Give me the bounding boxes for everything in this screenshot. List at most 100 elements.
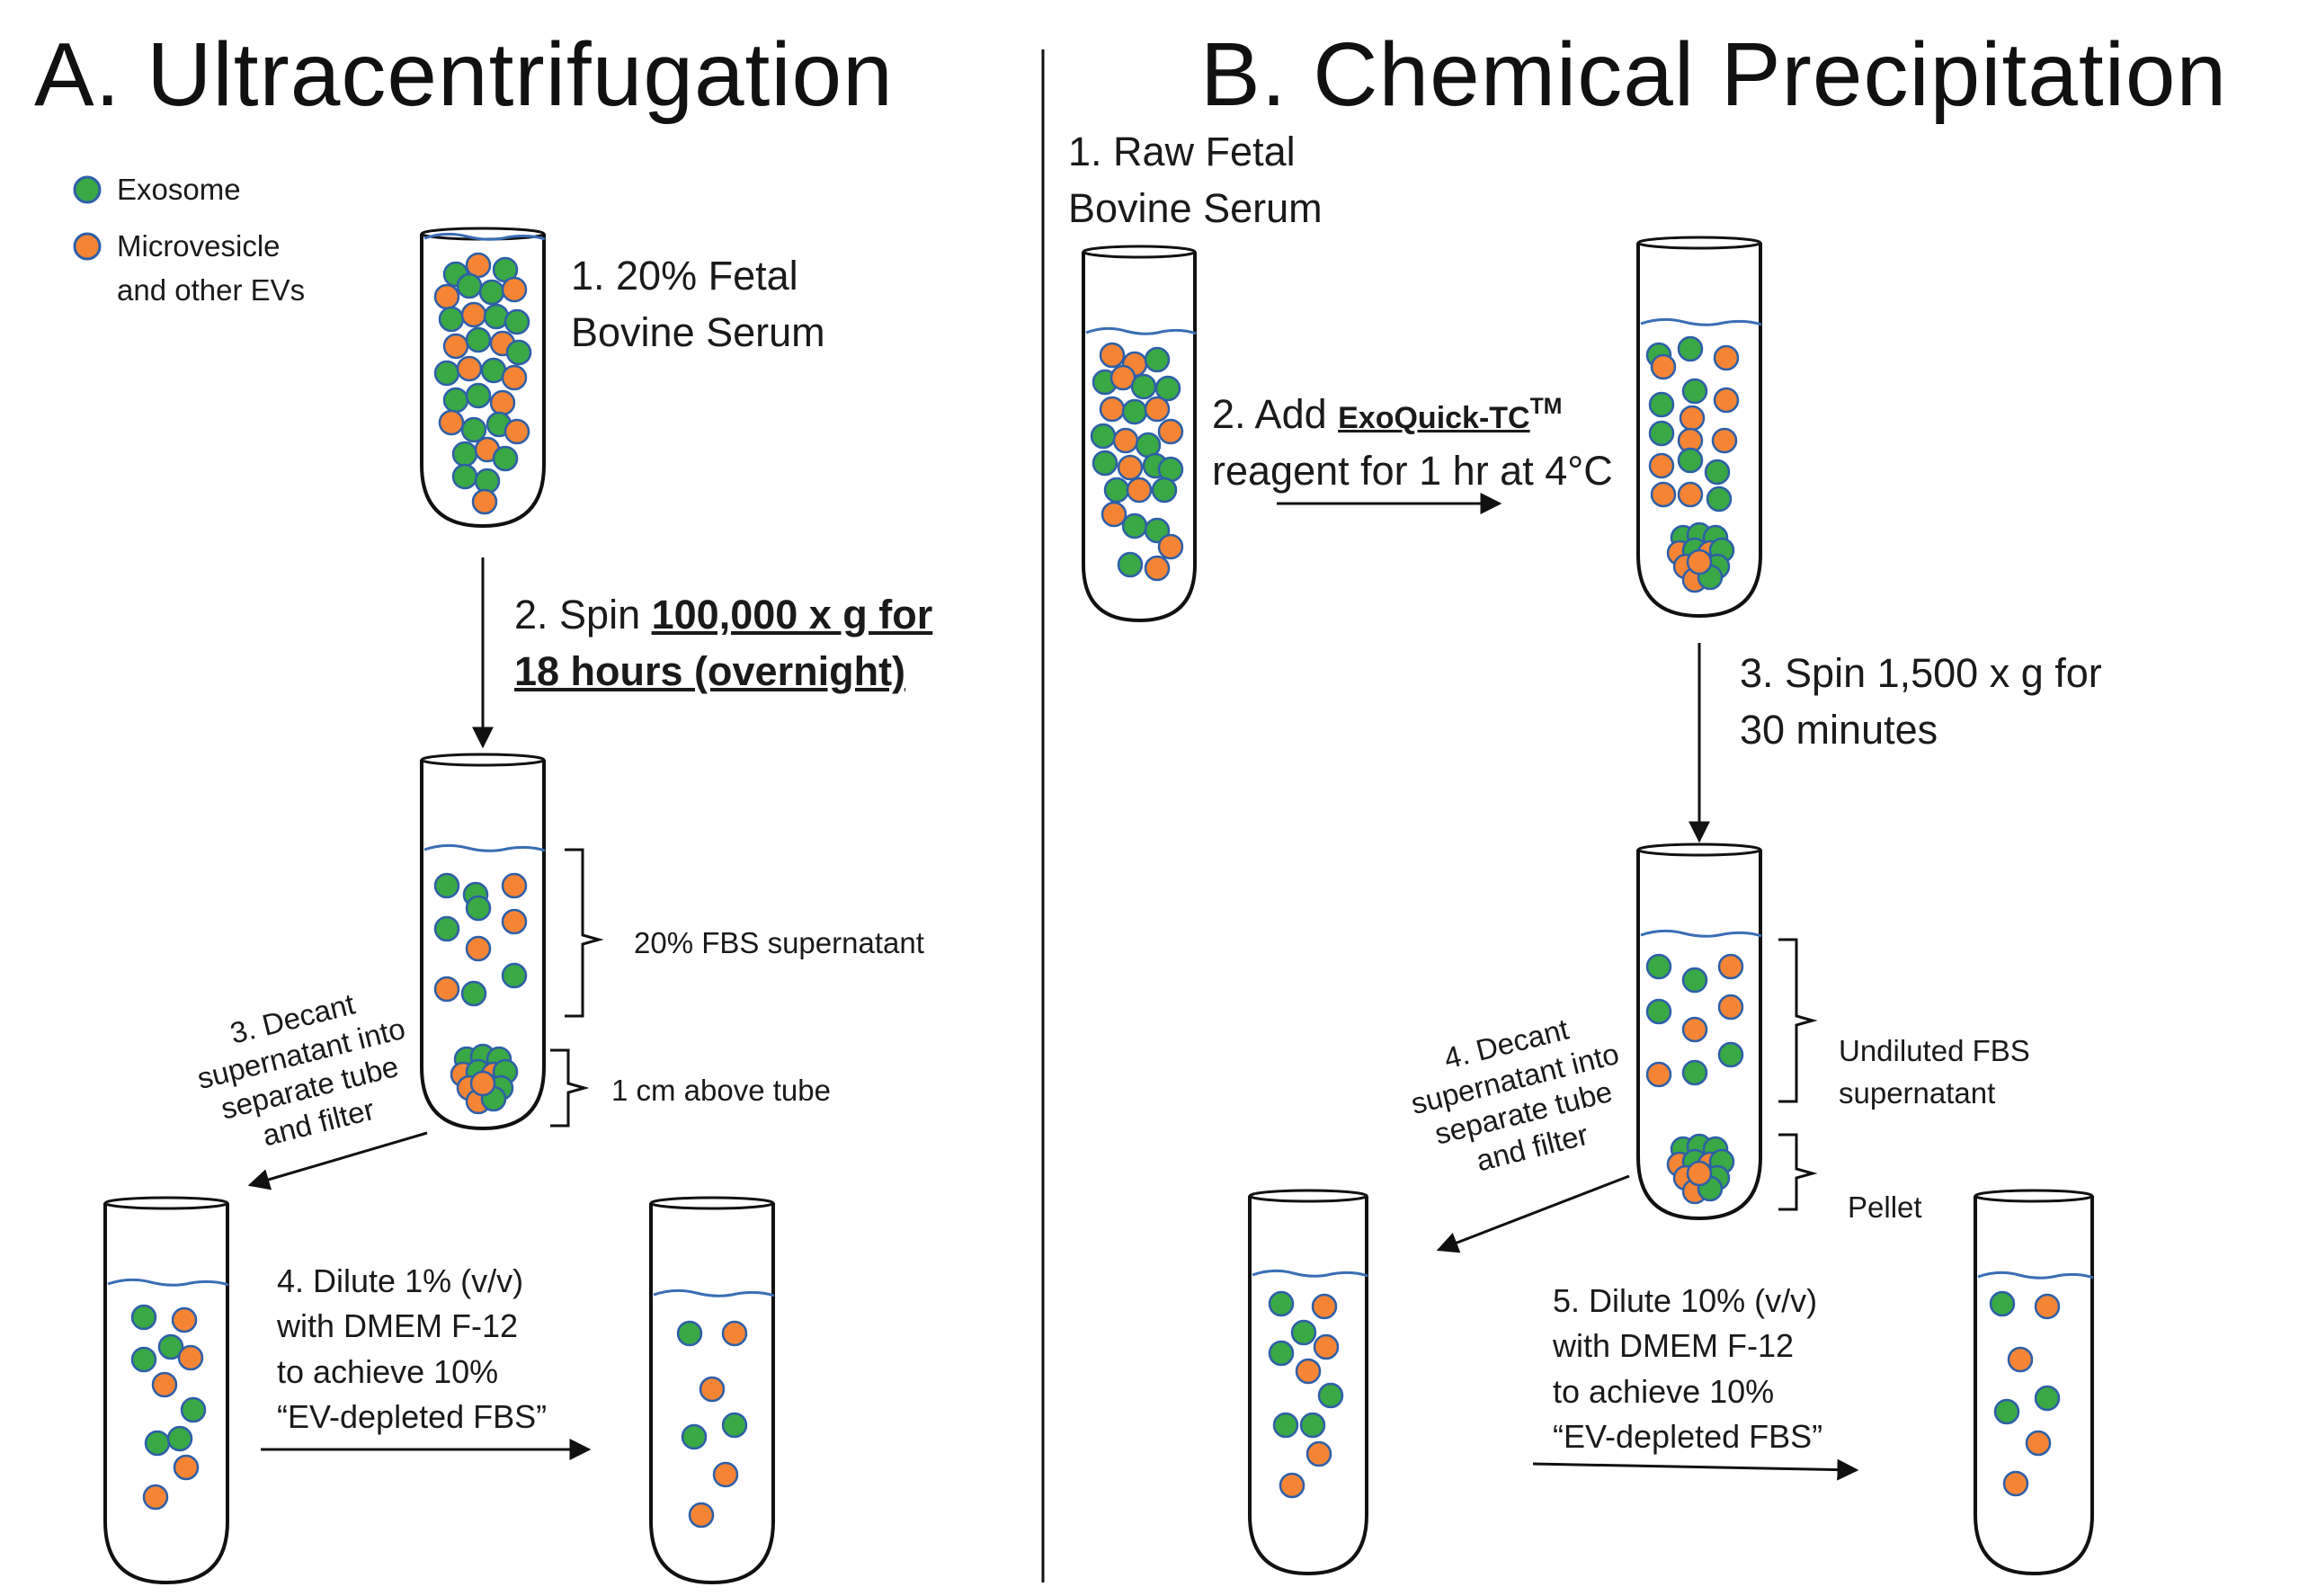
tube-a-start xyxy=(420,227,546,529)
a-step2-label: 2. Spin 100,000 x g for xyxy=(514,589,932,641)
microvesicle-particle xyxy=(469,1070,496,1097)
microvesicle-particle xyxy=(1650,481,1677,508)
exosome-particle xyxy=(144,1430,171,1457)
tube-outline xyxy=(649,1203,775,1585)
b-step1-label-line2: Bovine Serum xyxy=(1068,185,1323,231)
b-step2-tm: TM xyxy=(1529,395,1563,419)
b-step5-line1: 5. Dilute 10% (v/v) xyxy=(1553,1282,1818,1319)
microvesicle-particle xyxy=(1099,342,1126,369)
exosome-particle xyxy=(157,1333,184,1360)
exosome-particle xyxy=(1317,1382,1344,1409)
exosome-particle xyxy=(1103,477,1130,504)
exosome-particle xyxy=(1144,346,1171,373)
microvesicle-particle xyxy=(2025,1430,2052,1457)
microvesicle-particle xyxy=(712,1461,739,1488)
a-step1-label-line2: Bovine Serum xyxy=(571,309,825,355)
tube-outline xyxy=(1974,1196,2094,1576)
microvesicle-particle xyxy=(1126,477,1153,504)
microvesicle-particle xyxy=(1681,1016,1708,1043)
b-step3-label: 3. Spin 1,500 x g for xyxy=(1740,650,2102,696)
tube-b-final-1 xyxy=(1248,1189,1368,1576)
microvesicle-particle xyxy=(699,1376,726,1403)
microvesicle-particle xyxy=(1650,353,1677,380)
tube-b-raw xyxy=(1082,245,1197,623)
exosome-particle xyxy=(1681,378,1708,405)
exosome-particle xyxy=(433,360,460,387)
a-bracket-supernatant-label: 20% FBS supernatant xyxy=(634,926,924,959)
a-step4-line4: “EV-depleted FBS” xyxy=(277,1398,548,1436)
arrow-b-decant xyxy=(1436,1174,1630,1253)
b-step3-label-line2: 30 minutes xyxy=(1740,707,1938,753)
b-step1-label: 1. Raw Fetal xyxy=(1068,129,1296,174)
tube-outline xyxy=(1636,850,1762,1221)
tube-b-spun xyxy=(1636,843,1762,1221)
legend-microvesicle-label-line2: and other EVs xyxy=(117,273,306,307)
microvesicle-particle xyxy=(1157,533,1184,560)
exosome-particle xyxy=(1299,1412,1326,1439)
exosome-particle xyxy=(1704,459,1731,486)
tube-rim xyxy=(649,1196,775,1210)
tube-outline xyxy=(1248,1196,1368,1576)
bracket-b-supernatant xyxy=(1778,938,1818,1103)
microvesicle-particle xyxy=(489,389,516,416)
microvesicle-particle xyxy=(442,333,469,360)
a-step2-prefix: 2. Spin xyxy=(514,592,652,638)
exosome-particle xyxy=(1144,517,1171,544)
microvesicle-particle xyxy=(1112,427,1139,454)
exosome-particle xyxy=(433,872,460,899)
microvesicle-particle xyxy=(1100,501,1127,528)
b-step2-reagent: ExoQuick-TC xyxy=(1338,401,1530,435)
exosome-particle xyxy=(1989,1290,2016,1317)
exosome-particle xyxy=(2034,1385,2061,1412)
exosome-particle xyxy=(442,387,469,414)
microvesicle-particle xyxy=(1717,994,1744,1021)
exosome-particle xyxy=(1681,967,1708,994)
b-bracket-supernatant-label: Undiluted FBS xyxy=(1839,1034,2030,1067)
tube-b-final-2 xyxy=(1974,1189,2094,1576)
a-step2-emph2: 18 hours (overnight) xyxy=(514,648,906,694)
exosome-particle xyxy=(503,308,530,335)
microvesicle-particle xyxy=(688,1502,715,1529)
tube-outline xyxy=(420,760,546,1131)
b-step5-line3: to achieve 10% xyxy=(1553,1372,1775,1410)
bracket-a-supernatant xyxy=(565,848,604,1018)
liquid-level xyxy=(1640,317,1762,326)
microvesicle-particle xyxy=(456,355,483,382)
microvesicle-particle xyxy=(1295,1358,1322,1385)
tube-a-spun xyxy=(420,753,546,1131)
exosome-particle xyxy=(1717,1041,1744,1068)
exosome-particle xyxy=(1154,375,1181,402)
exosome-particle xyxy=(465,326,492,353)
microvesicle-particle xyxy=(1711,427,1738,454)
microvesicle-particle xyxy=(2007,1346,2034,1373)
exosome-particle xyxy=(460,980,487,1007)
microvesicle-particle xyxy=(1717,953,1744,980)
arrow-a-decant xyxy=(247,1131,428,1190)
tube-outline xyxy=(1082,252,1197,623)
exosome-particle xyxy=(721,1412,748,1439)
microvesicle-particle xyxy=(1099,396,1126,423)
exosome-particle xyxy=(1130,373,1157,400)
microvesicle-particle xyxy=(433,283,460,310)
microvesicle-particle xyxy=(1677,481,1704,508)
arrow-b-dilute xyxy=(1532,1458,1859,1481)
microvesicle-particle xyxy=(1144,555,1171,582)
microvesicle-particle xyxy=(1279,1472,1305,1499)
tube-rim xyxy=(103,1196,229,1210)
microvesicle-particle xyxy=(1686,548,1713,575)
microvesicle-particle xyxy=(460,301,487,328)
liquid-level xyxy=(423,843,546,852)
tube-outline xyxy=(103,1203,229,1585)
exosome-particle xyxy=(451,441,478,468)
exosome-particle xyxy=(1268,1290,1295,1317)
exosome-particle xyxy=(505,339,532,366)
a-bracket-pellet-label: 1 cm above tube xyxy=(611,1074,831,1107)
b-step2-prefix: 2. Add xyxy=(1212,391,1339,437)
microvesicle-particle xyxy=(177,1344,204,1371)
exosome-particle xyxy=(180,1396,207,1423)
exosome-particle xyxy=(1993,1398,2020,1425)
bracket-a-pellet xyxy=(550,1048,590,1128)
microvesicle-particle xyxy=(501,276,528,303)
exosome-particle xyxy=(501,962,528,989)
